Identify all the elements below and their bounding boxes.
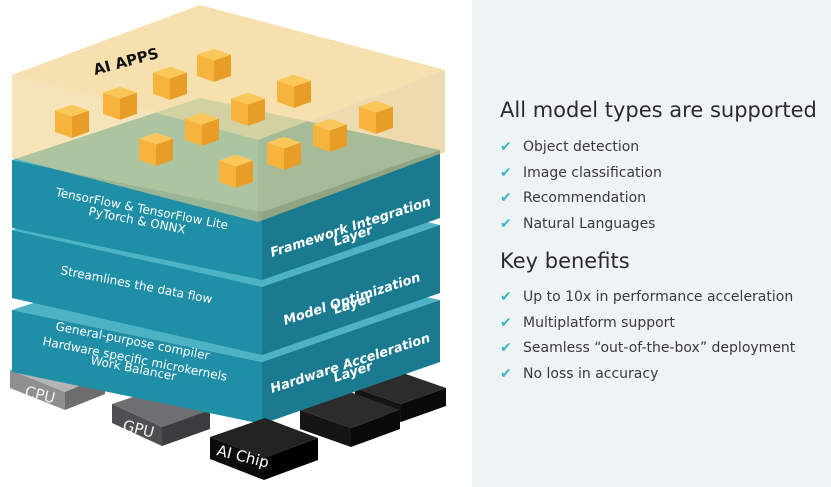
list-item: ✔ Image classification <box>500 161 662 187</box>
list-item-label: Recommendation <box>523 190 647 207</box>
layer-stack-diagram: CPU GPU AI Chip <box>10 5 446 480</box>
list-item-label: Natural Languages <box>523 216 656 233</box>
list-item: ✔ Object detection <box>500 135 662 161</box>
app-cube <box>359 100 393 134</box>
benefits-list: ✔ Up to 10x in performance acceleration ✔… <box>500 285 795 388</box>
app-cube <box>139 132 173 166</box>
app-cube <box>153 66 187 100</box>
ai-chip: AI Chip <box>210 418 318 480</box>
app-cube <box>55 104 89 138</box>
check-icon: ✔ <box>500 314 512 331</box>
app-cube <box>185 112 219 146</box>
check-icon: ✔ <box>500 190 512 207</box>
check-icon: ✔ <box>500 164 512 181</box>
models-list: ✔Object detection ✔Image classification … <box>500 135 662 238</box>
check-icon: ✔ <box>500 340 512 357</box>
app-cube <box>267 136 301 170</box>
check-icon: ✔ <box>500 216 512 233</box>
right-panel-background <box>472 0 831 487</box>
list-item-label: Up to 10x in performance acceleration <box>523 289 794 305</box>
list-item-label: Seamless “out-of-the-box” deployment <box>523 340 796 357</box>
app-cube <box>197 48 231 82</box>
check-icon: ✔ <box>500 366 512 383</box>
check-icon: ✔ <box>500 289 512 305</box>
app-cube <box>313 118 347 152</box>
app-cubes <box>55 48 393 188</box>
app-cube <box>277 74 311 108</box>
list-item-label: Image classification <box>523 164 662 181</box>
list-item: ✔ Recommendation <box>500 186 662 212</box>
models-heading: All model types are supported <box>500 98 817 122</box>
list-item: ✔ Up to 10x in performance acceleration <box>500 285 795 311</box>
app-cube <box>231 92 265 126</box>
check-icon: ✔ <box>500 139 512 155</box>
app-cube <box>103 86 137 120</box>
list-item-label: Object detection <box>523 139 640 155</box>
list-item: ✔ Seamless “out-of-the-box” deployment <box>500 336 795 362</box>
list-item: ✔ Natural Languages <box>500 212 662 238</box>
list-item: ✔ No loss in accuracy <box>500 362 795 388</box>
list-item-label: No loss in accuracy <box>523 366 659 383</box>
app-cube <box>219 154 253 188</box>
benefits-heading: Key benefits <box>500 249 630 273</box>
list-item: ✔ Multiplatform support <box>500 311 795 337</box>
list-item-label: Multiplatform support <box>523 314 675 331</box>
